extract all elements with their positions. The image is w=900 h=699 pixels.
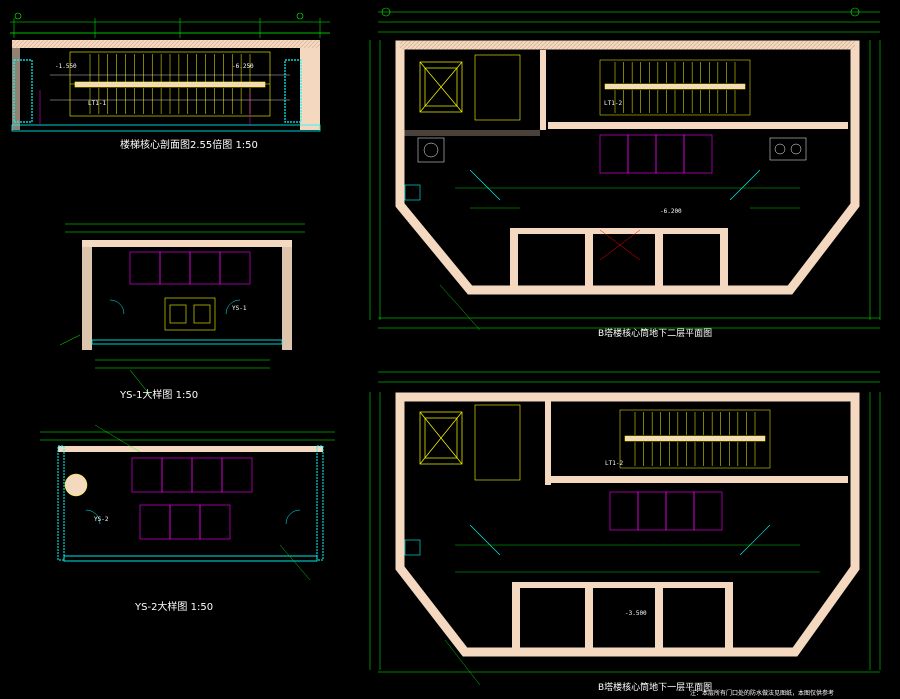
footnote: 注：本层所有门口处的防水做法见图纸，本图仅供参考 [690, 690, 835, 697]
core-plan-lower [369, 371, 881, 686]
core-plan-upper [369, 7, 881, 331]
ys2-detail-plan [40, 424, 335, 581]
level-f4: -3.500 [625, 610, 647, 617]
level-f2: -6.250 [232, 63, 254, 70]
level-f1: -1.550 [55, 63, 77, 70]
stair-elevation-plan [10, 12, 330, 132]
room-lt2: LT1-2 [604, 100, 623, 107]
core-lower-title: B塔楼核心筒地下一层平面图 [598, 683, 713, 693]
stair-elevation-title: 楼梯核心剖面图2.55倍图 1:50 [120, 140, 258, 151]
ys1-title: YS-1大样图 1:50 [120, 390, 199, 401]
core-upper-title: B塔楼核心筒地下二层平面图 [598, 329, 713, 339]
ys1-detail-plan [59, 223, 305, 396]
room-lt1: LT1-1 [88, 100, 107, 107]
lift-label: LT1-2 [605, 460, 624, 467]
ys2-title: YS-2大样图 1:50 [135, 602, 214, 613]
ys2-marker: YS-2 [94, 516, 109, 523]
level-f3: -6.200 [660, 208, 682, 215]
ys1-marker: YS-1 [232, 305, 247, 312]
